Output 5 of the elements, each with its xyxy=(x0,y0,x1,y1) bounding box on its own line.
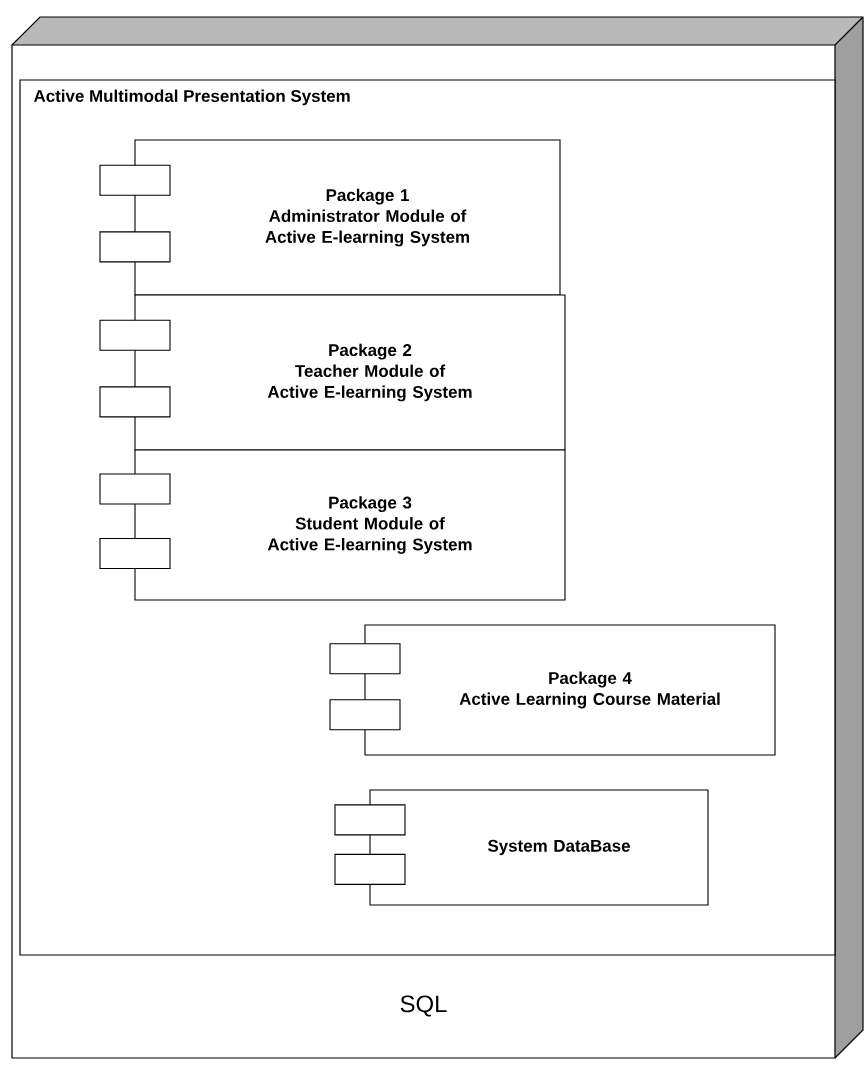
component-box: Package 2 Teacher Module of Active E-learning System xyxy=(99,294,566,451)
component-box: Package 3 Student Module of Active E-learning System xyxy=(99,449,566,601)
component-box: Package 1 Administrator Module of Active E-learning System xyxy=(99,139,561,296)
component-box: System DataBase xyxy=(334,789,709,906)
component-box: Package 4 Active Learning Course Material xyxy=(329,624,776,756)
